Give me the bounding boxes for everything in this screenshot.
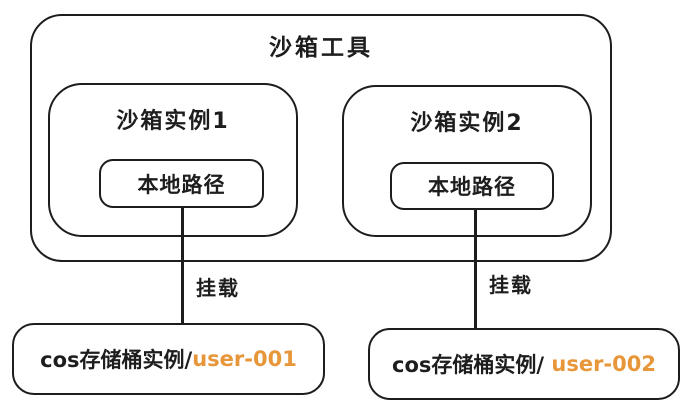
cos-bucket-1-user-id: user-001 (192, 347, 297, 371)
local-path-1-label: 本地路径 (137, 172, 226, 197)
cos-bucket-2-prefix: cos存储桶实例/ (392, 353, 552, 377)
mount-connector-line-2 (474, 209, 477, 330)
cos-bucket-1-prefix: cos存储桶实例/ (40, 348, 193, 372)
local-path-2-label: 本地路径 (428, 175, 516, 199)
sandbox-instance-2-label: 沙箱实例2 (410, 111, 524, 136)
cos-bucket-2-user-id: user-002 (551, 352, 656, 376)
local-path-1-box: 本地路径 (99, 159, 264, 208)
mount-label-2: 挂载 (489, 273, 533, 297)
sandbox-instance-1-label: 沙箱实例1 (116, 109, 230, 134)
sandbox-instance-2-box: 沙箱实例2 (342, 85, 592, 237)
local-path-2-box: 本地路径 (390, 162, 554, 210)
sandbox-tool-title: 沙箱工具 (269, 35, 373, 61)
mount-label-1: 挂载 (196, 276, 240, 300)
cos-bucket-1-box: cos存储桶实例/user-001 (12, 323, 325, 395)
mount-connector-line-1 (181, 207, 184, 325)
cos-bucket-2-box: cos存储桶实例/ user-002 (368, 328, 680, 400)
